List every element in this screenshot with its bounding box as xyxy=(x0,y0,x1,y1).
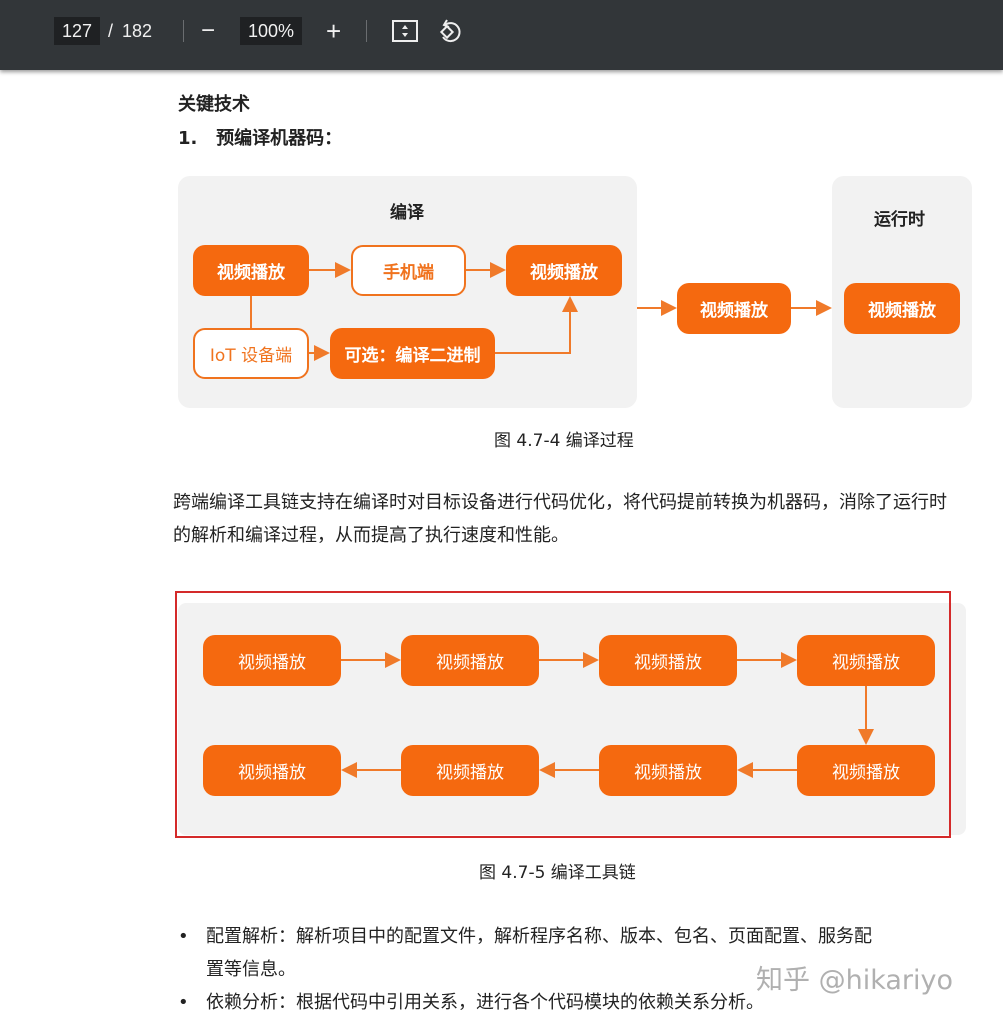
pdf-toolbar: 127 / 182 − 100% + xyxy=(0,0,1003,70)
chain-node: 视频播放 xyxy=(599,745,737,796)
divider xyxy=(183,20,184,42)
page-number-input[interactable]: 127 xyxy=(54,17,101,45)
page-total: 182 xyxy=(122,21,153,41)
zoom-out-button[interactable]: − xyxy=(201,17,216,44)
figure-caption: 图 4.7-5 编译工具链 xyxy=(479,863,636,883)
fit-page-icon[interactable] xyxy=(392,19,418,47)
figure-caption: 图 4.7-4 编译过程 xyxy=(494,431,634,451)
chain-node: 视频播放 xyxy=(797,745,935,796)
compile-panel-title: 编译 xyxy=(390,203,424,223)
chain-node: 视频播放 xyxy=(401,635,539,686)
node-video-play: 视频播放 xyxy=(677,283,791,334)
section-heading: 关键技术 xyxy=(178,94,250,115)
node-compile-binary: 可选：编译二进制 xyxy=(330,328,495,379)
bullet-item: • 依赖分析：根据代码中引用关系，进行各个代码模块的依赖关系分析。 xyxy=(178,986,764,1019)
runtime-panel-title: 运行时 xyxy=(874,210,925,230)
chain-node: 视频播放 xyxy=(203,745,341,796)
chain-node: 视频播放 xyxy=(203,635,341,686)
bullet-text: 配置解析：解析项目中的配置文件，解析程序名称、版本、包名、页面配置、服务配 xyxy=(206,926,872,947)
bullet-text: 依赖分析：根据代码中引用关系，进行各个代码模块的依赖关系分析。 xyxy=(206,992,764,1013)
bullet-item: • 配置解析：解析项目中的配置文件，解析程序名称、版本、包名、页面配置、服务配 … xyxy=(178,920,872,986)
watermark: 知乎 @hikariyo xyxy=(756,965,954,996)
chain-node: 视频播放 xyxy=(599,635,737,686)
zoom-input[interactable]: 100% xyxy=(240,17,303,45)
chain-node: 视频播放 xyxy=(797,635,935,686)
node-video-play-runtime: 视频播放 xyxy=(844,283,960,334)
rotate-icon[interactable] xyxy=(436,17,464,49)
node-video-play: 视频播放 xyxy=(193,245,309,296)
node-mobile: 手机端 xyxy=(351,245,466,296)
node-iot-device: IoT 设备端 xyxy=(193,328,309,379)
divider xyxy=(366,20,367,42)
highlight-box xyxy=(175,591,951,838)
page-separator: / xyxy=(108,21,114,41)
body-paragraph: 跨端编译工具链支持在编译时对目标设备进行代码优化，将代码提前转换为机器码，消除了… xyxy=(173,492,947,546)
bullet-text-cont: 置等信息。 xyxy=(206,959,296,980)
chain-node: 视频播放 xyxy=(401,745,539,796)
subsection-heading: 1. 预编译机器码： xyxy=(178,128,343,149)
node-video-play: 视频播放 xyxy=(506,245,622,296)
zoom-in-button[interactable]: + xyxy=(326,16,342,46)
